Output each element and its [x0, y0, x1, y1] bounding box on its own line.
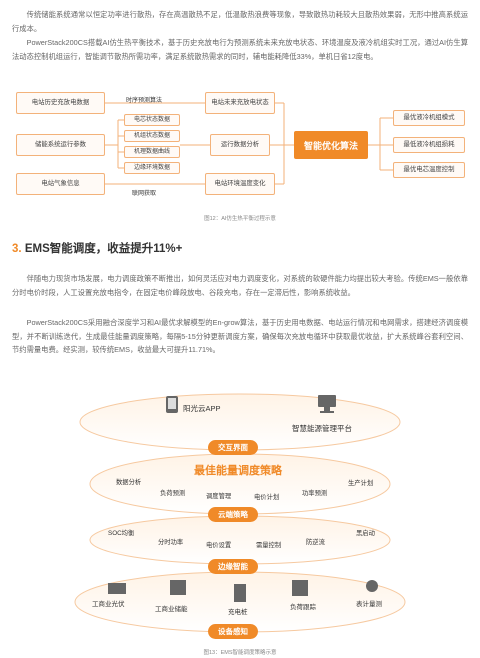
- edge-word-demand-control: 需量控制: [256, 542, 282, 549]
- fig12-center-box-future: 电站未来充放电状态: [205, 92, 275, 114]
- section3-paragraph-2: PowerStack200CS采用融合深度学习和AI最优求解模型的En-grow…: [12, 318, 468, 354]
- fig12-label-timeseries: 时序预测算法: [126, 98, 163, 104]
- ring-label-interface: 交互界面: [208, 440, 258, 455]
- fig12-center-box-temp: 电站环境温度变化: [205, 173, 275, 195]
- edge-word-tou-power: 分时功率: [158, 539, 184, 546]
- fig12-core-algorithm: 智能优化算法: [294, 131, 368, 159]
- section3-paragraph-1: 伴随电力现货市场发展，电力调度政策不断推出，如何灵活应对电力调度变化，对系统的软…: [12, 274, 468, 297]
- ring-label-edge: 边缘智能: [208, 559, 258, 574]
- fig12-left-box-params: 储能系统运行参数: [16, 134, 105, 156]
- section3-number: 3: [12, 243, 19, 255]
- device-label-load-tracking: 负荷跟踪: [290, 604, 316, 611]
- fig12-left-box-weather: 电站气象信息: [16, 173, 105, 195]
- fig12-label-network: 联网获取: [132, 191, 157, 197]
- intro-paragraph-2: PowerStack200CS搭载AI仿生热平衡技术，基于历史充放电行为预测系统…: [12, 38, 468, 61]
- edge-word-soc: SOC均衡: [108, 530, 135, 537]
- device-label-charger: 充电桩: [228, 609, 248, 616]
- fig12-right-box-mode: 最优液冷机组模式: [393, 110, 465, 126]
- edge-word-price-setting: 电价设置: [206, 542, 232, 549]
- section3-heading: EMS智能调度，收益提升11%+: [24, 243, 183, 255]
- fig12-left-box-history: 电站历史充放电数据: [16, 92, 105, 114]
- cloud-word-production-plan: 生产计划: [348, 480, 374, 487]
- figure13-headline: 最佳能量调度策略: [194, 465, 282, 477]
- device-label-metering: 表计量测: [356, 601, 382, 608]
- app-label-sungrow-cloud: 阳光云APP: [183, 404, 221, 413]
- figure12-caption: 图12：AI仿生热平衡过程示意: [204, 216, 276, 222]
- fig12-right-box-loss: 最低液冷机组损耗: [393, 137, 465, 153]
- app-label-energy-platform: 智慧能源管理平台: [292, 424, 352, 433]
- cloud-word-data-analysis: 数据分析: [116, 479, 142, 486]
- fig12-mid-box-unit: 机组状态数据: [124, 130, 180, 142]
- edge-word-black-start: 黑启动: [356, 530, 375, 537]
- figure13-caption: 图13：EMS智能调度策略示意: [203, 650, 277, 656]
- fig12-mid-box-edge: 边缘环境数据: [124, 162, 180, 174]
- section3-title: 3. EMS智能调度，收益提升11%+: [12, 243, 183, 255]
- fig12-right-box-celltemp: 最优电芯温度控制: [393, 162, 465, 178]
- cloud-word-load-forecast: 负荷预测: [160, 490, 186, 497]
- device-label-pv: 工商业光伏: [92, 601, 125, 608]
- cloud-word-dispatch: 调度管理: [206, 493, 232, 500]
- device-label-storage: 工商业储能: [155, 606, 188, 613]
- cloud-word-price-plan: 电价计划: [254, 494, 280, 501]
- figure12-connectors: [105, 102, 393, 185]
- intro-paragraph-1: 传统储能系统通常以恒定功率进行散热，存在高温散热不足，低温散热浪费等现象，导致散…: [12, 10, 468, 33]
- fig12-mid-box-curve: 机理数据曲线: [124, 146, 180, 158]
- edge-word-anti-backflow: 防逆流: [306, 539, 325, 546]
- cloud-word-power-forecast: 功率预测: [302, 490, 328, 497]
- fig12-mid-box-cell: 电芯状态数据: [124, 114, 180, 126]
- fig12-center-box-analysis: 运行数据分析: [210, 134, 270, 156]
- ring-label-device: 设备感知: [208, 624, 258, 639]
- ring-label-cloud: 云端策略: [208, 507, 258, 522]
